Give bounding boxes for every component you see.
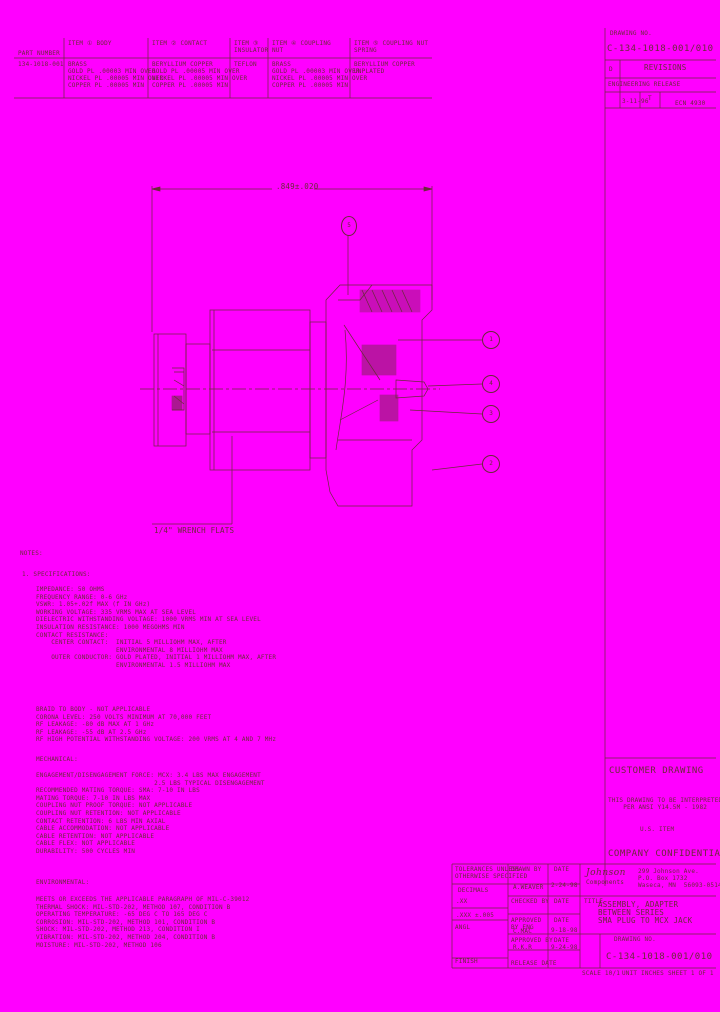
electrical-specs: IMPEDANCE: 50 OHMS FREQUENCY RANGE: 0-6 … — [36, 586, 277, 669]
callout-5: 5 — [341, 216, 357, 236]
company-logo: Johnson Components — [586, 868, 626, 886]
drawn-date-value: 2-24-98 — [551, 882, 578, 889]
callout-2: 2 — [482, 455, 500, 473]
environmental-specs: MEETS OR EXCEEDS THE APPLICABLE PARAGRAP… — [36, 896, 250, 949]
approved-by-value: R.K.R — [513, 944, 533, 951]
revision-ecn: ECN 4930 — [675, 100, 706, 107]
bom-contact-material: BERYLLIUM COPPER GOLD PL .00005 MIN OVER… — [152, 61, 248, 89]
callout-1: 1 — [482, 331, 500, 349]
overall-length-dimension: .849±.020 — [276, 182, 319, 191]
customer-drawing-label: CUSTOMER DRAWING — [609, 766, 704, 776]
drawing-number-bottom: C-134-1018-001/010 — [606, 952, 713, 962]
mechanical-heading: MECHANICAL: — [36, 756, 78, 763]
approved-by-label: APPROVED BY — [511, 937, 553, 944]
engineer-date-label: DATE — [554, 917, 570, 924]
notes-heading: NOTES: — [20, 550, 43, 557]
engineer-date: 9-18-98 — [551, 927, 578, 934]
dimension-lines — [151, 186, 433, 332]
revision-flag: T — [648, 95, 652, 102]
approved-date: 9-24-98 — [551, 944, 578, 951]
bom-body-material: BRASS GOLD PL .00003 MIN OVER NICKEL PL … — [68, 61, 164, 89]
revisions-label: REVISIONS — [644, 63, 687, 72]
bom-header-body: ITEM ① BODY — [68, 40, 112, 47]
revision-date: 3-11-96 — [622, 98, 649, 105]
electrical-specs-2: BRAID TO BODY - NOT APPLICABLE CORONA LE… — [36, 706, 277, 744]
bom-coupling-nut-material: BRASS GOLD PL .00003 MIN OVER NICKEL PL … — [272, 61, 368, 89]
title-block-lines — [451, 863, 716, 969]
us-customary-label: U.S. ITEM — [640, 826, 675, 833]
bom-header-coupling-nut: ITEM ④ COUPLING NUT — [272, 40, 331, 54]
units-label: UNIT INCHES — [622, 970, 664, 977]
drawing-no-label-bottom: DRAWING NO. — [614, 936, 656, 943]
checked-by-label: CHECKED BY — [511, 898, 550, 905]
angles-label: ANGL — [455, 924, 471, 931]
release-date-label: RELEASE DATE — [511, 960, 557, 967]
specifications-heading: 1. SPECIFICATIONS: — [22, 571, 91, 578]
scale-label: SCALE 10/1 — [582, 970, 621, 977]
drawn-by-value: A.WEAVER — [513, 884, 544, 891]
bom-header-insulator: ITEM ③ INSULATOR — [234, 40, 269, 54]
callout-3: 3 — [482, 405, 500, 423]
bom-table-lines — [14, 38, 432, 99]
title-label: TITLE — [584, 898, 604, 905]
engineer-label: APPROVED BY ENG — [511, 917, 542, 931]
drawing-number-top: C-134-1018-001/010 — [607, 44, 714, 54]
tolerances-label: TOLERANCES UNLESS OTHERWISE SPECIFIED — [455, 866, 528, 880]
interpretation-notice: THIS DRAWING TO BE INTERPRETED PER ANSI … — [608, 797, 720, 811]
bom-header-contact: ITEM ② CONTACT — [152, 40, 208, 47]
environmental-heading: ENVIRONMENTAL: — [36, 879, 90, 886]
company-confidential-label: COMPANY CONFIDENTIAL — [608, 849, 720, 859]
revision-letter: D — [609, 66, 613, 73]
wrench-flats-label: 1/4" WRENCH FLATS — [154, 526, 235, 535]
bom-insulator-material: TEFLON — [234, 61, 257, 68]
finish-label: FINISH — [455, 958, 478, 965]
bom-header-part-number: PART NUMBER — [18, 50, 60, 57]
approved-date-label: DATE — [554, 937, 570, 944]
bom-header-spring: ITEM ⑤ COUPLING NUT SPRING — [354, 40, 429, 54]
revision-block-lines — [604, 28, 716, 886]
checked-date-label: DATE — [554, 898, 570, 905]
revision-header: ENGINEERING RELEASE — [608, 81, 681, 88]
bom-part-number: 134-1018-001 — [18, 61, 64, 68]
callout-4: 4 — [482, 375, 500, 393]
decimals-xx: .XX — [456, 898, 468, 905]
sheet-label: SHEET 1 OF 1 — [668, 970, 714, 977]
engineer-initials: C.MAC — [513, 928, 533, 935]
drawing-no-label: DRAWING NO. — [610, 30, 652, 37]
bom-spring-material: BERYLLIUM COPPER UNPLATED — [354, 61, 415, 75]
decimals-xxx: .XXX ±.005 — [456, 912, 495, 919]
decimals-label: DECIMALS — [458, 887, 489, 894]
drawing-title: ASSEMBLY, ADAPTER BETWEEN SERIES SMA PLU… — [598, 900, 693, 925]
drawn-date-label: DATE — [554, 866, 570, 873]
drawn-by-label: DRAWN BY — [511, 866, 542, 873]
mechanical-specs: ENGAGEMENT/DISENGAGEMENT FORCE: MCX: 3.4… — [36, 772, 265, 855]
connector-assembly — [140, 236, 483, 525]
company-address: 299 Johnson Ave. P.O. Box 1732 Waseca, M… — [638, 868, 720, 889]
